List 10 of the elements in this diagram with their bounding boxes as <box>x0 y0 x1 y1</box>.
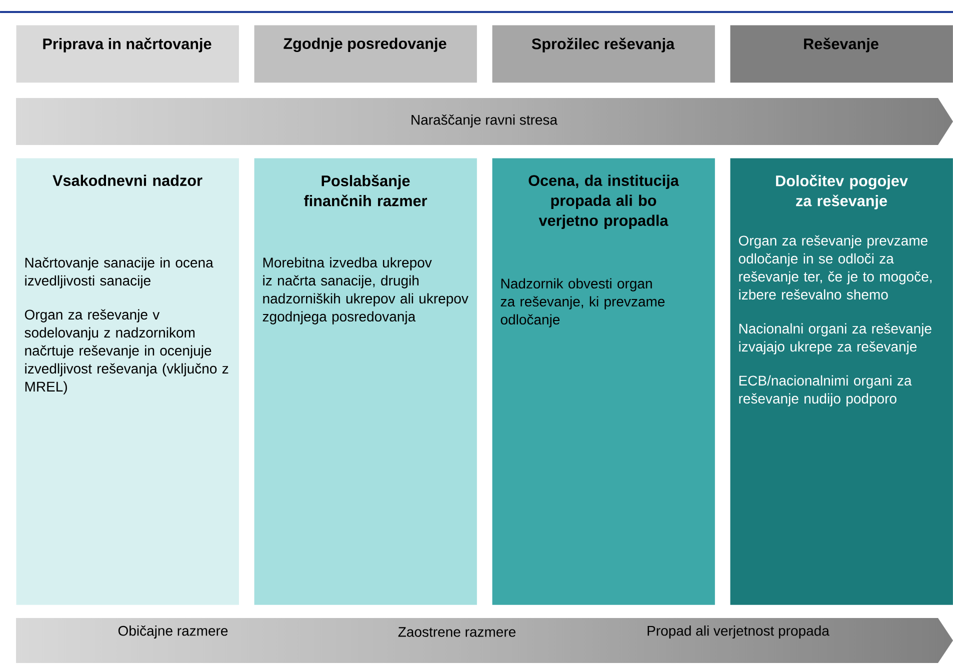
phase-header: Reševanje <box>730 25 953 83</box>
phase-header: Sprožilec reševanja <box>492 25 715 83</box>
stage-column: Ocena, da institucija propada ali bo verjetno propadla Nadzornik obvesti organ za reševanje, ki prevzame odločanje <box>492 158 715 605</box>
gradient-arrow: Naraščanje ravni stresa <box>412 114 558 128</box>
stage-column: Določitev pogojev za reševanje Organ za reševanje prevzame odločanje in se odloči za reševanje ter, če je to mogoče, izbere reševalno shemo Nacionalni organi za reševanje izvajajo ukrepe za reševanje ECB/nacionalnimi organi za reševanje nudijo podporo <box>730 158 953 605</box>
stage-column: Poslabšanje finančnih razmer Morebitna izvedba ukrepov iz načrta sanacije, drugih nadzorniških ukrepov ali ukrepov zgodnjega posredovanja <box>254 158 477 605</box>
phase-header: Zgodnje posredovanje <box>254 25 477 83</box>
stage-column: Vsakodnevni nadzor Načrtovanje sanacije in ocena izvedljivosti sanacije Organ za reševanje v sodelovanju z nadzornikom načrtuje reševanje in ocenjuje izvedljivost reševanja (vključno z MREL) <box>16 158 239 605</box>
phase-header: Priprava in načrtovanje <box>16 25 239 83</box>
gradient-arrow: Običajne razmere Zaostrene razmere Propad ali verjetnost propada <box>118 625 830 639</box>
